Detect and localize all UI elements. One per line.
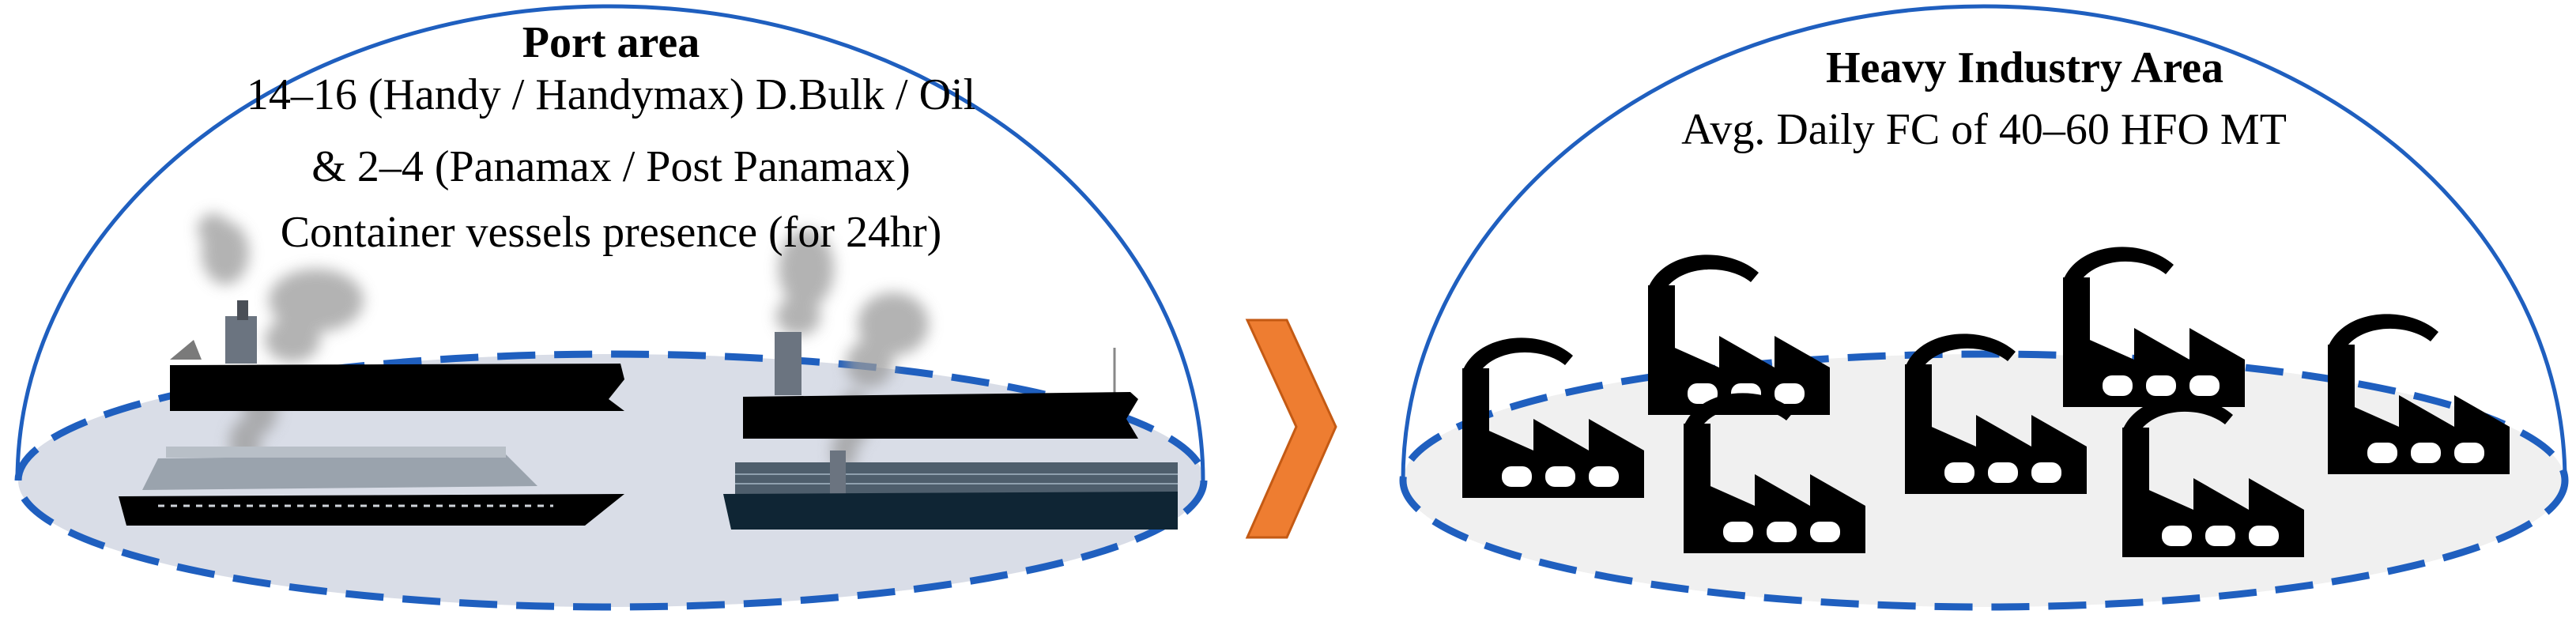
industry-dome — [1401, 4, 2567, 481]
port-title: Port area — [522, 18, 700, 67]
port-line-3: Container vessels presence (for 24hr) — [280, 208, 942, 257]
factory-icon — [2063, 247, 2245, 407]
factory-icon — [1648, 254, 1830, 415]
port-area — [14, 4, 1208, 611]
bulk-carrier-icon — [170, 300, 624, 411]
industry-title: Heavy Industry Area — [1826, 43, 2223, 92]
container-ship-icon — [723, 450, 1178, 530]
port-line-1: 14–16 (Handy / Handymax) D.Bulk / Oil — [246, 70, 976, 119]
cruise-ship-icon — [119, 447, 624, 526]
industry-line-1: Avg. Daily FC of 40–60 HFO MT — [1681, 105, 2287, 154]
chevron-right-icon — [1245, 319, 1337, 539]
oil-tanker-icon — [743, 332, 1138, 439]
port-dome — [15, 4, 1205, 481]
industry-area — [1399, 4, 2569, 611]
port-line-2: & 2–4 (Panamax / Post Panamax) — [311, 142, 911, 191]
